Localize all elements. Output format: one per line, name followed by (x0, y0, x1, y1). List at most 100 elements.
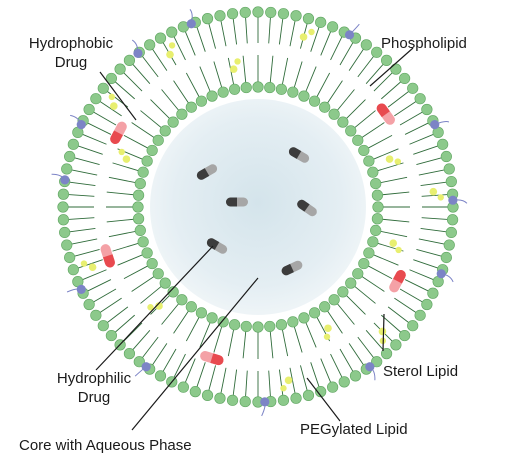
lipid-tail (281, 329, 289, 357)
phospholipid-head (380, 54, 393, 66)
phospholipid-head (338, 376, 350, 388)
sterol-lipid (168, 42, 176, 49)
phospholipid-head (414, 309, 426, 321)
lipid-tail (140, 110, 162, 129)
lipid-tail (123, 134, 148, 149)
phospholipid-head (67, 264, 79, 276)
lipid-tail (173, 36, 186, 61)
phospholipid-head (206, 90, 218, 102)
lipid-tail (199, 322, 211, 348)
phospholipid-head (360, 39, 372, 51)
phospholipid-head (372, 201, 384, 213)
capsule-red-half (102, 254, 115, 268)
phospholipid-head (137, 166, 149, 178)
sterol-lipid (437, 194, 444, 201)
lipid-tail (416, 249, 442, 257)
phospholipid-head (201, 13, 214, 25)
phospholipid-head (290, 392, 302, 404)
lipid-tail (365, 330, 384, 351)
phospholipid-head (228, 319, 241, 331)
phospholipid-head (152, 134, 164, 146)
phospholipid-head (57, 188, 70, 200)
hydrophilic-drug-capsule (226, 197, 248, 207)
phospholipid-head (302, 13, 315, 25)
lipid-tail (152, 48, 168, 71)
lipid-tail (184, 358, 196, 383)
lipid-tail (117, 254, 143, 266)
sterol-lipid (429, 187, 438, 196)
phospholipid-head (443, 239, 455, 251)
lipid-tail (141, 55, 159, 78)
phospholipid-head (137, 236, 149, 248)
lipid-tail (196, 362, 206, 388)
phospholipid-head (176, 294, 188, 306)
lipid-tail (357, 336, 375, 359)
phospholipid-head (226, 394, 239, 406)
phospholipid-head (166, 26, 178, 38)
lipid-tail (357, 55, 375, 78)
label-core-aqueous-phase: Core with Aqueous Phase (19, 437, 192, 454)
lipid-tail (87, 122, 112, 135)
lipid-tail (77, 259, 103, 269)
phospholipid-head (144, 39, 156, 51)
lipid-tail (242, 55, 247, 83)
lipid-tail (268, 17, 271, 44)
phospholipid-head (319, 301, 331, 313)
phospholipid-head (61, 163, 73, 175)
phospholipid-head (337, 116, 349, 128)
lipid-tail (123, 265, 148, 280)
leader-lines (95, 47, 414, 431)
phospholipid-head (345, 277, 357, 289)
lipid-tail (269, 331, 274, 359)
lipid-tail (93, 288, 117, 303)
pegylated-lipid-head (186, 19, 196, 29)
phospholipid-head (152, 268, 164, 280)
sterol-lipid (394, 158, 402, 165)
lipid-tail (316, 72, 331, 97)
lipid-tail (421, 194, 448, 197)
peg-chain (349, 23, 360, 36)
lipid-tail (320, 31, 332, 56)
phospholipid-head (390, 63, 402, 75)
lipid-tail (232, 18, 238, 45)
lipid-tail (199, 66, 211, 92)
capsule-dark-half (206, 238, 220, 250)
hydrophobic-drug-capsule (376, 103, 395, 125)
sterol-lipid (108, 93, 116, 101)
phospholipid-head (217, 316, 229, 328)
label-hydrophobic-drug: Hydrophobic Drug (16, 34, 126, 72)
lipid-tail (196, 26, 206, 52)
phospholipid-head (226, 8, 239, 20)
capsule-dark-half (297, 199, 310, 212)
lipid-tail (131, 276, 155, 292)
peg-chain (189, 9, 193, 24)
peg-chain (369, 366, 376, 381)
phospholipid-head (352, 268, 364, 280)
lipid-tail (69, 227, 96, 233)
lipid-tail (242, 331, 247, 359)
phospholipid-head (57, 214, 70, 226)
peg-chain (261, 401, 266, 417)
hydrophobic-drug-capsule (100, 244, 115, 268)
phospholipid-head (57, 201, 69, 213)
lipid-tail (162, 348, 177, 372)
hydrophilic-drug-capsule (281, 260, 303, 276)
leader-line (95, 245, 214, 371)
phospholipid-head (228, 83, 241, 95)
phospholipid-head (217, 86, 229, 98)
phospholipid-head (264, 320, 276, 333)
phospholipid-head (437, 138, 449, 150)
phospholipid-head (390, 339, 402, 351)
phospholipid-head (61, 239, 73, 251)
lipid-tail (339, 42, 354, 66)
phospholipid-head (105, 72, 117, 85)
lipid-tail (106, 306, 129, 324)
leader-line (306, 377, 341, 422)
lipid-tail (368, 265, 393, 280)
phospholipid-head (287, 316, 299, 328)
phospholipid-head (445, 226, 457, 239)
phospholipid-head (275, 83, 288, 95)
lipid-tail (87, 279, 112, 292)
lipid-tail (336, 303, 355, 325)
